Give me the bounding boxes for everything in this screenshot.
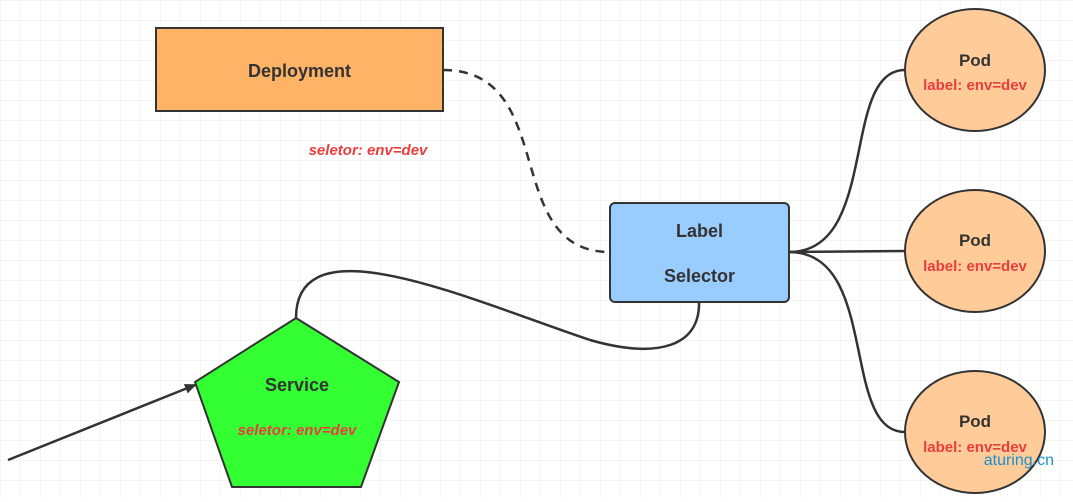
incoming-arrow-to-service: [7, 383, 197, 462]
label-selector-line1: Label: [676, 221, 723, 241]
deployment-title: Deployment: [248, 61, 351, 81]
pod-ellipse: [904, 189, 1046, 313]
label-selector-box: [609, 202, 790, 303]
pod-node[interactable]: Pod label: env=dev: [904, 8, 1046, 132]
pod-title: Pod: [959, 51, 991, 70]
pod-label: label: env=dev: [923, 258, 1027, 275]
deployment-to-selector-dashed-link: [442, 68, 611, 254]
pod-node[interactable]: Pod label: env=dev: [904, 189, 1046, 313]
selector-to-pod-1-link: [788, 68, 906, 254]
label-selector-line2: Selector: [664, 266, 735, 286]
watermark-text: aturing.cn: [984, 452, 1054, 469]
service-node[interactable]: Service seletor: env=dev: [193, 316, 401, 488]
label-selector-node[interactable]: Label Selector: [609, 202, 790, 303]
pod-label: label: env=dev: [923, 439, 1027, 456]
service-title: Service: [265, 375, 329, 395]
pod-ellipse: [904, 370, 1046, 494]
deployment-box: [155, 27, 444, 112]
pod-title: Pod: [959, 231, 991, 250]
service-pentagon: [193, 316, 401, 488]
pod-node[interactable]: Pod label: env=dev: [904, 370, 1046, 494]
selector-to-pod-2-link: [788, 249, 906, 254]
service-to-selector-link: [294, 270, 701, 350]
deployment-node[interactable]: Deployment: [155, 27, 444, 112]
pod-label: label: env=dev: [923, 77, 1027, 94]
selector-to-pod-3-link: [788, 250, 906, 434]
service-selector-label: seletor: env=dev: [238, 422, 358, 439]
pod-ellipse: [904, 8, 1046, 132]
pod-title: Pod: [959, 412, 991, 431]
deployment-selector-label: seletor: env=dev: [309, 142, 429, 159]
